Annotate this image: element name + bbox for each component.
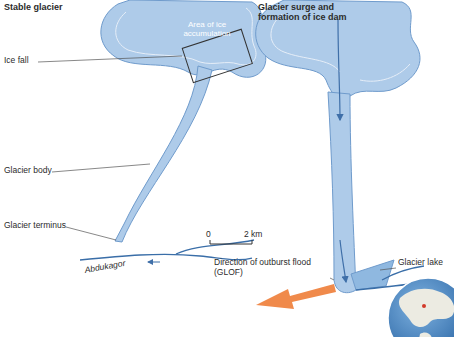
scale-value: 0 — [206, 230, 218, 240]
callout-label: Glacier lake — [398, 258, 450, 268]
part-label: Glacier body — [4, 166, 64, 176]
scale-value: 2 km — [244, 230, 274, 240]
part-label: Ice fall — [4, 56, 44, 66]
callout-label: Direction of outburst flood (GLOF) — [214, 258, 318, 278]
part-label: Glacier terminus — [4, 221, 74, 231]
panel-title: Glacier surge and formation of ice dam — [258, 2, 358, 23]
panel-title: Stable glacier — [4, 2, 64, 12]
region-label: Area of ice accumulation — [176, 20, 238, 38]
